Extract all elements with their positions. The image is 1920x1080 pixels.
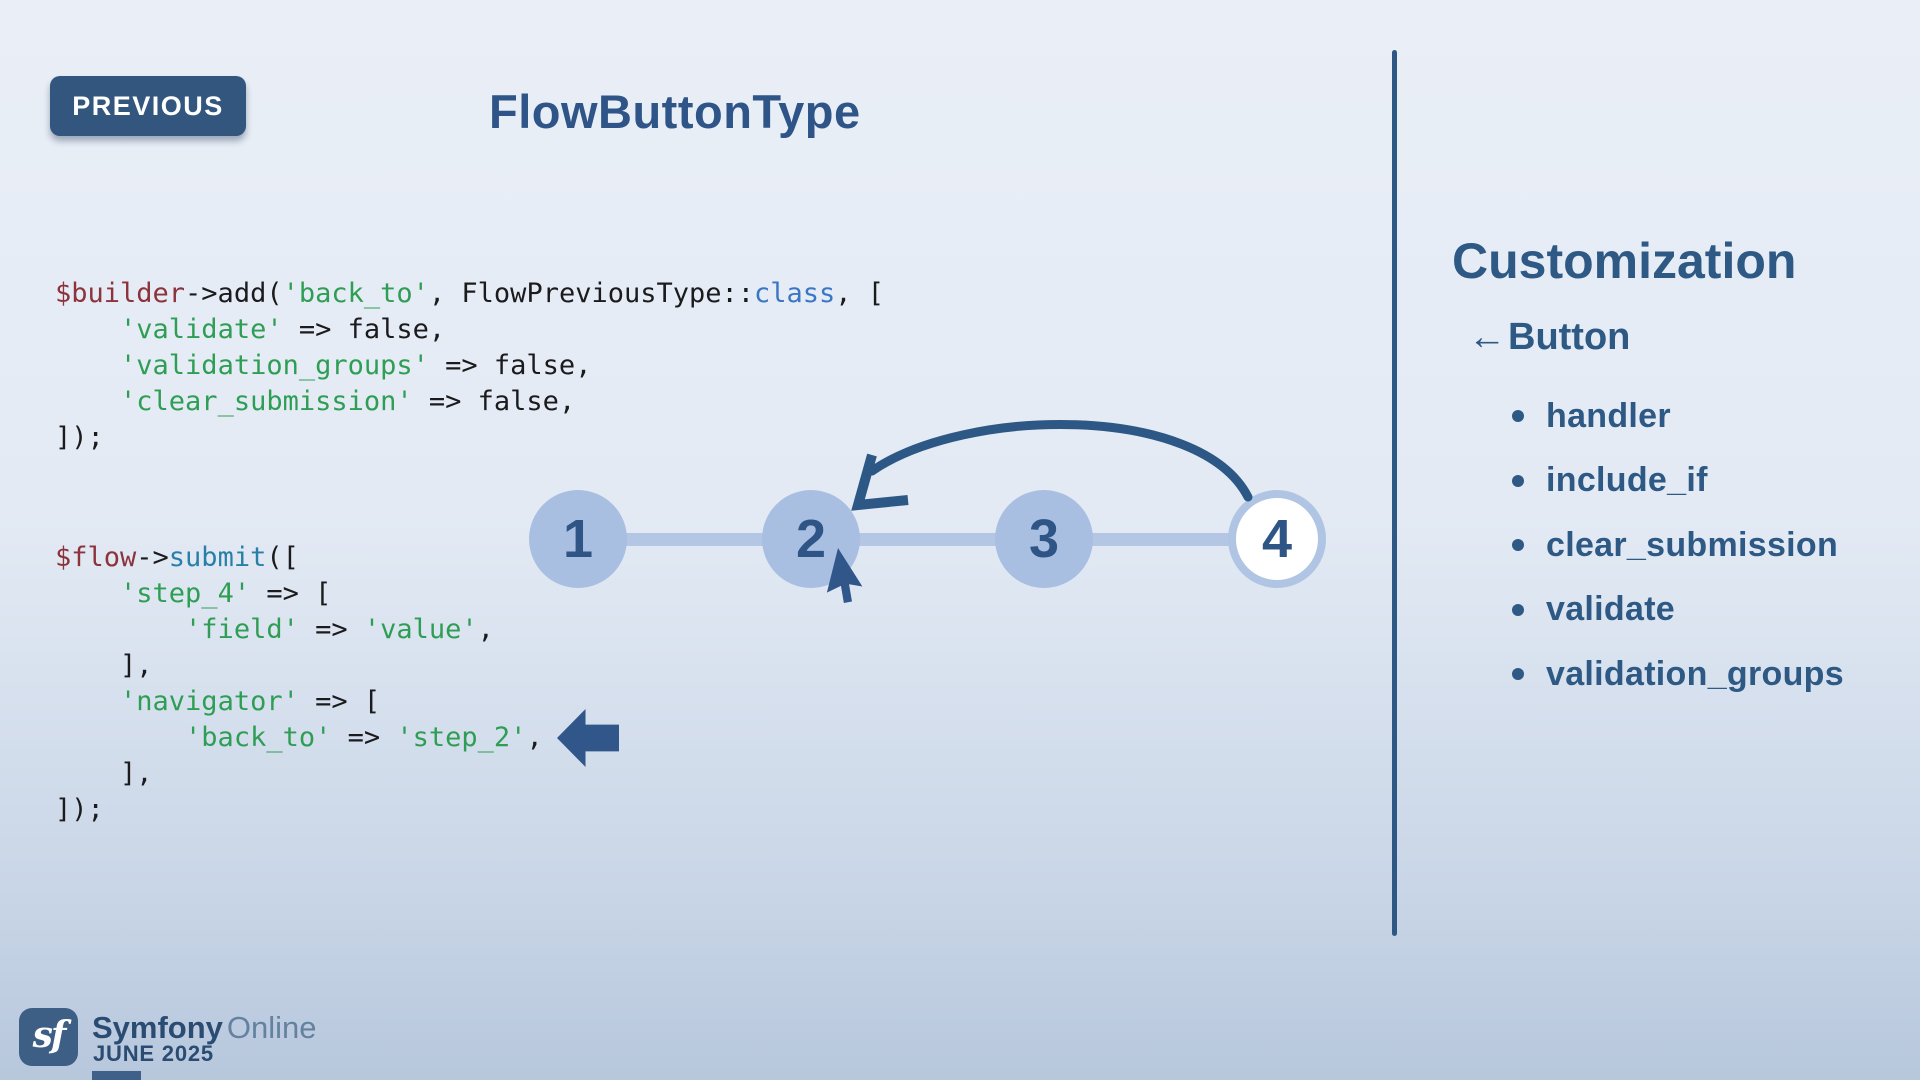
code-line: 'clear_submission' => false, bbox=[120, 386, 576, 417]
customization-option: include_if bbox=[1500, 449, 1844, 514]
customization-option: validate bbox=[1500, 578, 1844, 643]
bullet-icon bbox=[1512, 474, 1524, 487]
page-title: FlowButtonType bbox=[489, 85, 861, 138]
customization-option-label: include_if bbox=[1546, 461, 1708, 500]
code-line: 'field' => 'value', bbox=[185, 614, 494, 645]
event-date: JUNE 2025 bbox=[93, 1041, 214, 1066]
customization-option: handler bbox=[1500, 384, 1844, 449]
customization-option-label: clear_submission bbox=[1546, 525, 1839, 564]
code-line: ], bbox=[55, 758, 153, 789]
bullet-icon bbox=[1512, 539, 1524, 552]
code-line: 'navigator' => [ bbox=[120, 686, 381, 717]
customization-option: clear_submission bbox=[1500, 513, 1844, 578]
curved-back-arrowhead-icon bbox=[851, 453, 909, 511]
brand-suffix: Online bbox=[226, 1010, 317, 1045]
customization-option-label: validation_groups bbox=[1546, 654, 1844, 693]
code-line: 'step_4' => [ bbox=[120, 578, 332, 609]
step-circle-3: 3 bbox=[995, 490, 1093, 588]
code-line: ]); bbox=[55, 422, 104, 453]
mouse-cursor-icon bbox=[826, 548, 863, 604]
customization-option: validation_groups bbox=[1500, 642, 1844, 707]
sf-monogram-icon: sf bbox=[32, 1014, 67, 1056]
customization-option-label: handler bbox=[1546, 396, 1671, 435]
sidebar-subheading-label: Button bbox=[1508, 316, 1631, 358]
code-line: ]); bbox=[55, 794, 104, 825]
bottom-edge-marker bbox=[92, 1071, 141, 1080]
brand-name: Symfony bbox=[92, 1010, 223, 1045]
sidebar-subheading-button: ←Button bbox=[1468, 316, 1630, 359]
left-arrow-glyph-icon: ← bbox=[1468, 316, 1506, 358]
code-block-builder-add: $builder->add('back_to', FlowPreviousTyp… bbox=[55, 276, 884, 456]
vertical-divider bbox=[1392, 50, 1397, 936]
code-line: $flow->submit([ bbox=[55, 542, 299, 573]
sidebar-heading: Customization bbox=[1452, 233, 1797, 289]
step-circle-4-active: 4 bbox=[1228, 490, 1326, 588]
step-circle-1: 1 bbox=[529, 490, 627, 588]
left-arrow-icon bbox=[557, 709, 619, 767]
bullet-icon bbox=[1512, 410, 1524, 423]
curved-back-arrow bbox=[867, 419, 1253, 502]
code-line: 'back_to' => 'step_2', bbox=[185, 722, 543, 753]
step-connector-line bbox=[578, 533, 1277, 546]
code-line: 'validation_groups' => false, bbox=[120, 350, 592, 381]
previous-button[interactable]: PREVIOUS bbox=[50, 76, 246, 136]
bullet-icon bbox=[1512, 668, 1524, 681]
symfony-logo: sf bbox=[19, 1008, 78, 1066]
customization-option-label: validate bbox=[1546, 590, 1676, 629]
bullet-icon bbox=[1512, 603, 1524, 616]
code-line: $builder->add('back_to', FlowPreviousTyp… bbox=[55, 278, 885, 309]
code-line: ], bbox=[55, 650, 153, 681]
back-arrow-overlay bbox=[826, 419, 1253, 604]
code-block-flow-submit: $flow->submit([ 'step_4' => [ 'field' =>… bbox=[55, 540, 543, 828]
code-line: 'validate' => false, bbox=[120, 314, 446, 345]
